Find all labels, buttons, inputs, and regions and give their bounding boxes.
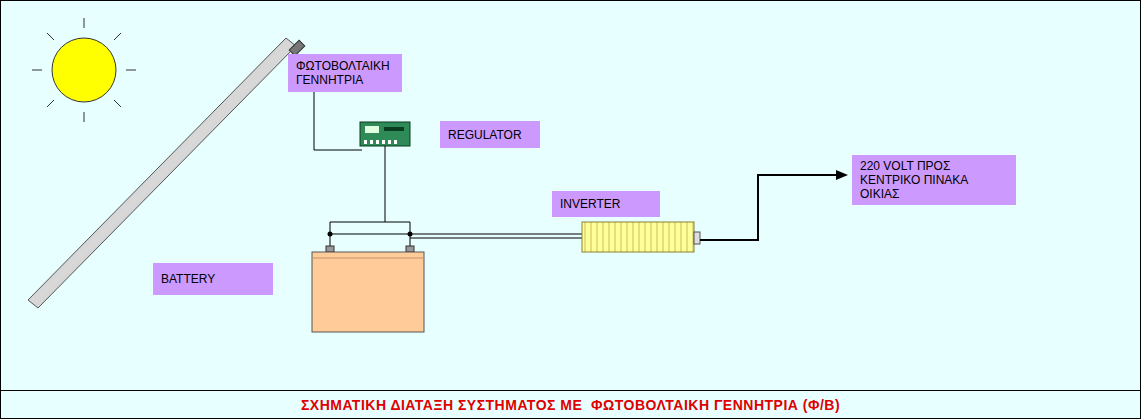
label-box: INVERTER (552, 191, 660, 217)
battery-symbol (312, 246, 424, 332)
inverter-device (582, 222, 700, 252)
arrow-head (836, 170, 848, 180)
wire (410, 238, 582, 239)
label-box: ΦΩΤΟΒΟΛΤΑΙΚΗ ΓΕΝΝΗΤΡΙΑ (288, 54, 402, 92)
wire (330, 234, 582, 235)
caption-text: ΣΧΗΜΑΤΙΚΗ ΔΙΑΤΑΞΗ ΣΥΣΤΗΜΑΤΟΣ ΜΕ ΦΩΤΟΒΟΛΤ… (301, 397, 840, 413)
label-text: BATTERY (161, 272, 215, 286)
label-text: ΦΩΤΟΒΟΛΤΑΙΚΗ ΓΕΝΝΗΤΡΙΑ (296, 59, 394, 87)
pv-panel (28, 38, 296, 308)
label-box: REGULATOR (440, 121, 540, 148)
regulator-device (360, 122, 410, 146)
label-text: 220 VOLT ΠΡΟΣ ΚΕΝΤΡΙΚΟ ΠΙΝΑΚΑ ΟΙΚΙΑΣ (860, 159, 1008, 201)
caption-divider (0, 390, 1141, 391)
label-text: INVERTER (560, 197, 620, 211)
label-box: BATTERY (153, 263, 273, 295)
label-box: 220 VOLT ΠΡΟΣ ΚΕΝΤΡΙΚΟ ΠΙΝΑΚΑ ΟΙΚΙΑΣ (852, 155, 1016, 205)
label-text: REGULATOR (448, 128, 522, 142)
output-wire (700, 175, 838, 240)
caption-band: ΣΧΗΜΑΤΙΚΗ ΔΙΑΤΑΞΗ ΣΥΣΤΗΜΑΤΟΣ ΜΕ ΦΩΤΟΒΟΛΤ… (1, 391, 1140, 418)
wire (385, 146, 386, 222)
sun (32, 18, 136, 122)
